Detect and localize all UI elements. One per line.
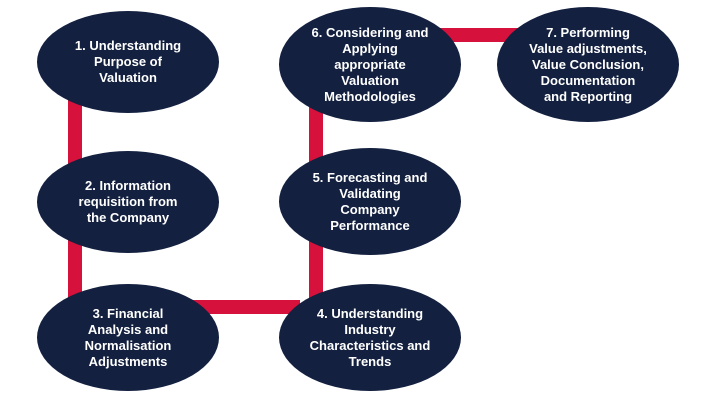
step-6-node: 6. Considering and Applying appropriate … [279, 7, 461, 122]
step-5-node: 5. Forecasting and Validating Company Pe… [279, 148, 461, 255]
step-4-node: 4. Understanding Industry Characteristic… [279, 284, 461, 391]
connector-6-7 [440, 28, 520, 42]
step-7-label: 7. Performing Value adjustments, Value C… [529, 24, 647, 104]
step-3-label: 3. Financial Analysis and Normalisation … [84, 305, 172, 369]
step-1-label: 1. Understanding Purpose of Valuation [74, 38, 182, 85]
step-1-node: 1. Understanding Purpose of Valuation [37, 11, 219, 113]
step-7-node: 7. Performing Value adjustments, Value C… [497, 7, 679, 122]
step-5-label: 5. Forecasting and Validating Company Pe… [312, 169, 428, 233]
connector-3-4 [190, 300, 300, 314]
step-4-label: 4. Understanding Industry Characteristic… [309, 305, 431, 369]
step-2-node: 2. Information requisition from the Comp… [37, 151, 219, 253]
connector-1-2 [68, 90, 82, 180]
step-6-label: 6. Considering and Applying appropriate … [311, 24, 429, 104]
step-2-label: 2. Information requisition from the Comp… [78, 178, 178, 225]
step-3-node: 3. Financial Analysis and Normalisation … [37, 284, 219, 391]
